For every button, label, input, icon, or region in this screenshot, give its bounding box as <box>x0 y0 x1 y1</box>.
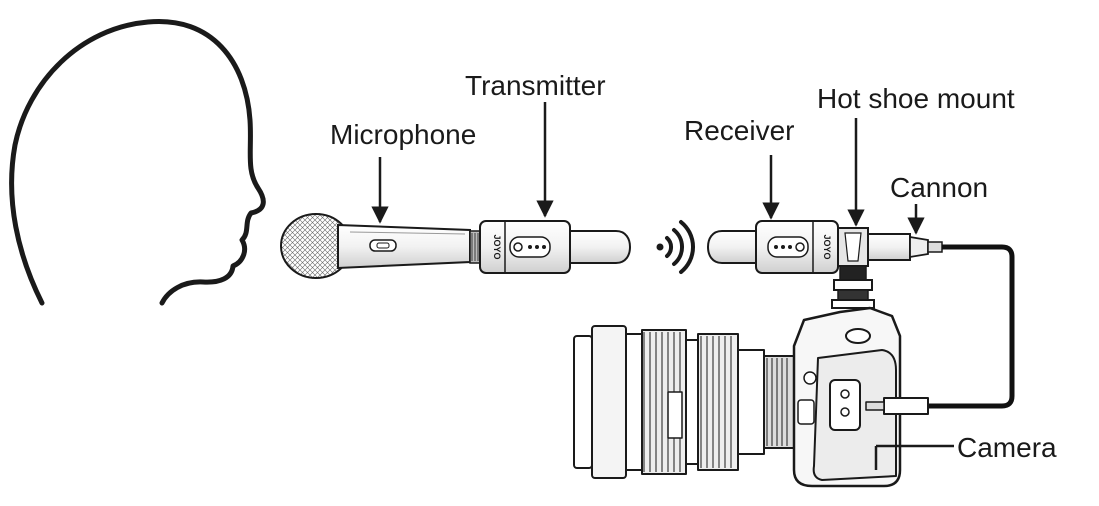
label-transmitter: Transmitter <box>465 70 606 101</box>
receiver-device: JOYO <box>706 220 943 274</box>
transmitter-brand: JOYO <box>492 234 502 259</box>
camera-device <box>573 306 929 488</box>
hot-shoe-adapter <box>831 265 875 309</box>
label-receiver: Receiver <box>684 115 795 146</box>
microphone-device <box>280 213 481 279</box>
transmitter-device: JOYO <box>479 220 632 274</box>
receiver-brand: JOYO <box>822 234 832 259</box>
audio-cable <box>928 244 1015 409</box>
head-silhouette-icon <box>9 18 266 306</box>
label-pointers <box>371 102 954 470</box>
label-hot-shoe-mount: Hot shoe mount <box>817 83 1015 114</box>
label-camera: Camera <box>957 432 1057 463</box>
wireless-signal-icon <box>656 220 695 274</box>
label-cannon: Cannon <box>890 172 989 203</box>
label-microphone: Microphone <box>330 119 477 150</box>
